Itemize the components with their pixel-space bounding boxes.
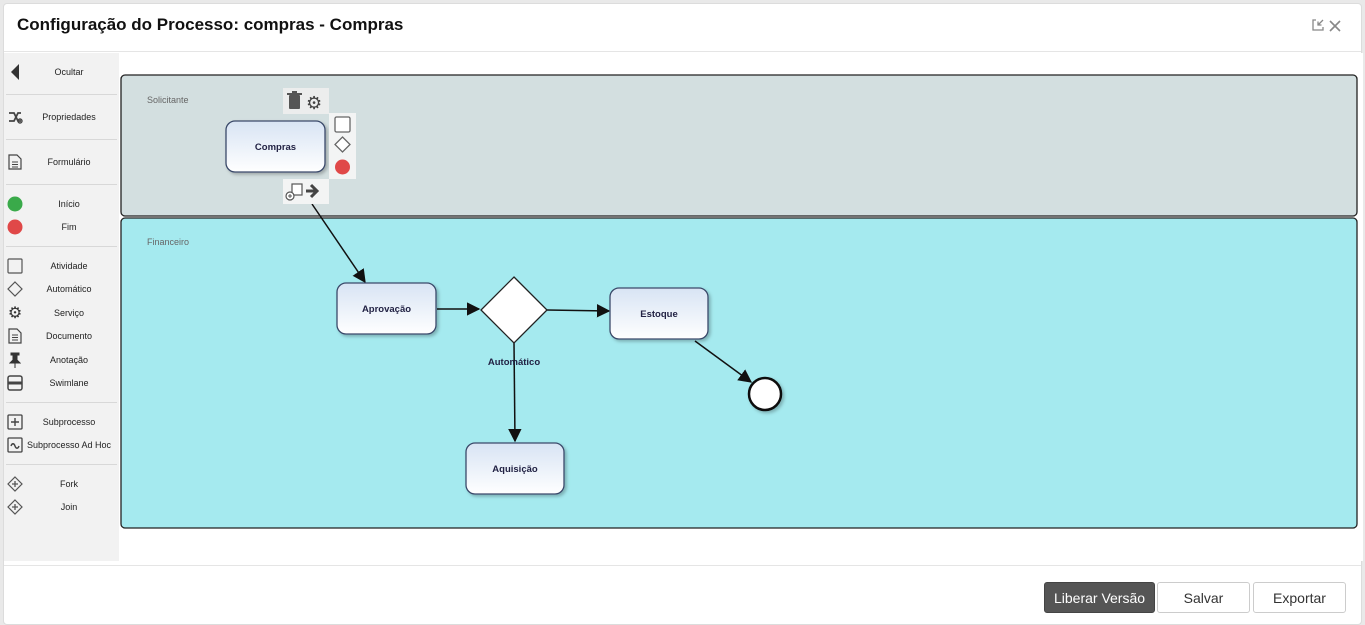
sidebar-properties[interactable]: Propriedades	[4, 102, 119, 132]
sidebar-annotation-label: Anotação	[49, 354, 89, 365]
save-button[interactable]: Salvar	[1157, 582, 1250, 613]
lane-label-financeiro: Financeiro	[147, 237, 189, 247]
task-compras[interactable]	[225, 120, 326, 173]
pin-icon	[7, 352, 23, 368]
task-aquisicao[interactable]	[465, 442, 565, 495]
sidebar-start-label: Início	[58, 198, 80, 209]
restore-icon[interactable]	[1311, 18, 1325, 36]
task-label-estoque: Estoque	[640, 309, 677, 320]
sidebar-service-label: Serviço	[53, 307, 84, 318]
sidebar-swimlane[interactable]: Swimlane	[4, 372, 119, 396]
gateway-automatico[interactable]	[480, 276, 548, 344]
modal-footer: Liberar Versão Salvar Exportar	[4, 565, 1361, 625]
sidebar-subprocess-label: Subprocesso	[42, 416, 96, 427]
change-type-icon[interactable]	[285, 183, 303, 201]
sidebar-fork-label: Fork	[60, 478, 78, 489]
task-label-aprovacao: Aprovação	[362, 304, 411, 315]
swimlane-icon	[7, 375, 23, 391]
sidebar-activity[interactable]: Atividade	[4, 254, 119, 278]
close-icon[interactable]	[1329, 19, 1341, 36]
sidebar-join-label: Join	[60, 502, 78, 513]
modal-title: Configuração do Processo: compras - Comp…	[17, 15, 404, 34]
sidebar-end-event[interactable]: Fim	[4, 216, 119, 240]
sidebar-form[interactable]: Formulário	[4, 147, 119, 177]
sidebar-activity-label: Atividade	[50, 260, 88, 271]
sidebar-annotation[interactable]: Anotação	[4, 348, 119, 372]
sidebar-document-label: Documento	[45, 331, 93, 342]
sidebar-form-label: Formulário	[47, 157, 91, 167]
flow-gateway-estoque[interactable]	[546, 304, 611, 318]
sidebar-subprocess-adhoc[interactable]: Subprocesso Ad Hoc	[4, 434, 119, 458]
tilde-box-icon	[7, 437, 23, 453]
process-config-modal: Configuração do Processo: compras - Comp…	[3, 3, 1363, 625]
modal-header: Configuração do Processo: compras - Comp…	[4, 4, 1361, 52]
add-activity-icon[interactable]	[334, 116, 351, 133]
sidebar-end-label: Fim	[61, 222, 77, 233]
plus-box-icon	[7, 414, 23, 430]
lane-label-solicitante: Solicitante	[147, 95, 189, 105]
flow-estoque-end[interactable]	[694, 340, 753, 383]
delete-icon[interactable]	[287, 91, 302, 109]
gateway-label: Automático	[488, 357, 540, 368]
add-gateway-icon[interactable]	[334, 136, 351, 153]
sidebar-automatic-label: Automático	[46, 284, 92, 295]
caret-left-icon	[7, 64, 23, 80]
sidebar-properties-label: Propriedades	[42, 112, 96, 122]
sidebar-swimlane-label: Swimlane	[49, 378, 89, 389]
end-event[interactable]	[747, 376, 783, 412]
diagram-canvas[interactable]: Solicitante Financeiro Compras Aprovação…	[119, 53, 1363, 561]
sidebar-subprocess[interactable]: Subprocesso	[4, 410, 119, 434]
flow-gateway-aquisicao[interactable]	[508, 342, 522, 443]
form-icon	[7, 154, 23, 170]
sidebar-subprocess-adhoc-label: Subprocesso Ad Hoc	[26, 440, 112, 451]
diamond-icon	[7, 281, 23, 298]
task-label-compras: Compras	[255, 142, 296, 153]
flow-compras-aprovacao[interactable]	[311, 203, 366, 284]
add-end-icon[interactable]	[335, 159, 350, 175]
gear-icon: ⚙	[7, 304, 23, 322]
task-aprovacao[interactable]	[336, 282, 437, 335]
task-estoque[interactable]	[609, 287, 709, 340]
sidebar-hide-label: Ocultar	[54, 67, 84, 77]
fork-icon	[7, 475, 23, 492]
lane-solicitante[interactable]	[120, 74, 1358, 217]
square-icon	[7, 258, 23, 274]
document-icon	[7, 328, 23, 344]
sidebar-automatic[interactable]: Automático	[4, 278, 119, 302]
sidebar-hide[interactable]: Ocultar	[4, 57, 119, 87]
shuffle-icon	[7, 109, 23, 125]
export-button[interactable]: Exportar	[1253, 582, 1346, 613]
sidebar-service[interactable]: ⚙ Serviço	[4, 301, 119, 325]
sidebar-join[interactable]: Join	[4, 496, 119, 520]
start-event-icon	[7, 196, 23, 212]
settings-icon[interactable]: ⚙	[306, 93, 322, 113]
end-event-icon	[7, 219, 23, 235]
palette-sidebar: Ocultar Propriedades Formulário Início F…	[4, 53, 119, 561]
join-icon	[7, 499, 23, 516]
sidebar-document[interactable]: Documento	[4, 325, 119, 349]
release-version-button[interactable]: Liberar Versão	[1044, 582, 1155, 613]
sidebar-start-event[interactable]: Início	[4, 192, 119, 216]
connect-arrow-icon[interactable]	[306, 183, 320, 199]
task-label-aquisicao: Aquisição	[492, 464, 538, 475]
sidebar-fork[interactable]: Fork	[4, 472, 119, 496]
